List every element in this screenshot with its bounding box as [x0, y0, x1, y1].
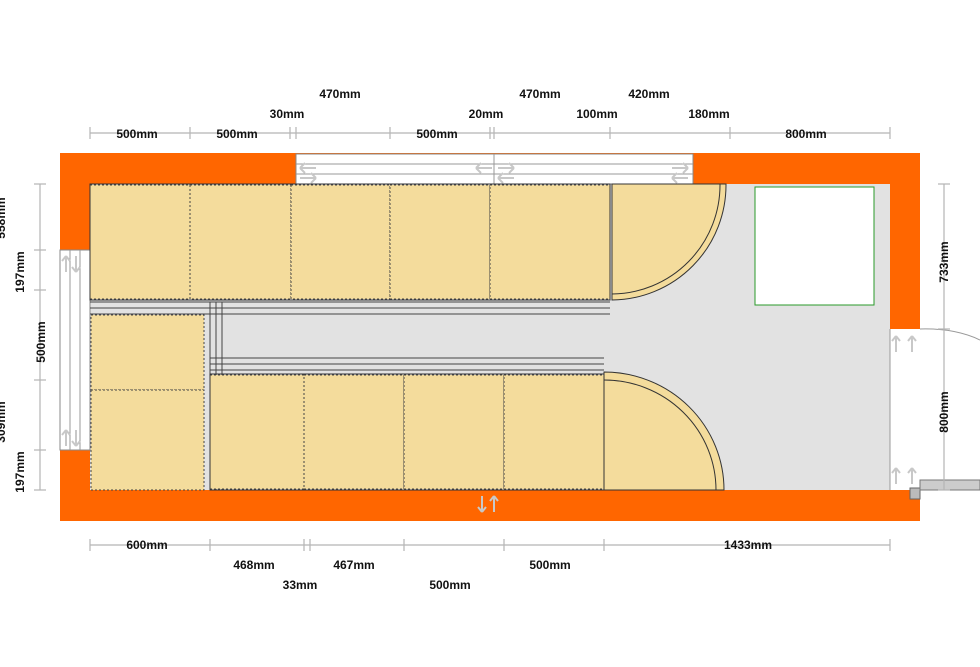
dim-label: 467mm [333, 558, 374, 572]
dim-label: 100mm [576, 107, 617, 121]
cabinet-left-1[interactable] [90, 314, 205, 391]
dim-label: 420mm [628, 87, 669, 101]
cabinet-top-2[interactable] [189, 184, 292, 300]
dim-label: 500mm [429, 578, 470, 592]
cabinet-top-1[interactable] [89, 184, 191, 300]
dim-label: 800mm [785, 127, 826, 141]
dim-label: 500mm [216, 127, 257, 141]
cabinet-top-4[interactable] [389, 184, 491, 300]
top-window[interactable] [295, 153, 694, 185]
top-cabinet-run[interactable] [89, 183, 611, 301]
dim-label: 197mm [13, 251, 27, 292]
dim-label: 500mm [34, 321, 48, 362]
left-window[interactable] [59, 249, 91, 451]
dim-label: 30mm [270, 107, 305, 121]
dim-label: 500mm [416, 127, 457, 141]
bottom-wall-arrows-icon [477, 495, 499, 513]
cabinet-top-5[interactable] [489, 184, 611, 300]
dim-label: 600mm [126, 538, 167, 552]
dim-label: 733mm [937, 241, 951, 282]
cabinet-top-3[interactable] [290, 184, 391, 300]
dimension-labels: 470mm 470mm 420mm 30mm 20mm 100mm 180mm … [0, 87, 951, 592]
corner-cabinet-top[interactable] [611, 183, 727, 301]
appliance-box[interactable] [754, 186, 875, 306]
cabinet-bottom-3[interactable] [403, 374, 505, 490]
bottom-cabinet-run[interactable] [209, 373, 605, 491]
dim-label: 33mm [283, 578, 318, 592]
dim-label: 800mm [937, 391, 951, 432]
dim-label: 500mm [529, 558, 570, 572]
dim-label: 468mm [233, 558, 274, 572]
dim-label: 470mm [319, 87, 360, 101]
dim-label: 470mm [519, 87, 560, 101]
cabinet-bottom-2[interactable] [303, 374, 405, 490]
door-arrows-icon [891, 335, 917, 484]
dim-label: 197mm [13, 451, 27, 492]
wall-bottom [60, 490, 920, 521]
window-slide-arrows-icon [61, 255, 81, 447]
left-cabinet-column[interactable] [90, 314, 205, 491]
dim-label: 309mm [0, 401, 8, 442]
corner-cabinet-bottom[interactable] [603, 371, 725, 491]
dim-label: 180mm [688, 107, 729, 121]
dim-label: 1433mm [724, 538, 772, 552]
dim-label: 558mm [0, 197, 8, 238]
dim-label: 500mm [116, 127, 157, 141]
dimension-lines [34, 127, 950, 551]
dim-label: 20mm [469, 107, 504, 121]
cabinet-bottom-4[interactable] [503, 374, 605, 490]
cabinet-left-2[interactable] [90, 389, 205, 491]
window-slide-arrows-icon [299, 162, 689, 184]
entry-doorway[interactable] [889, 328, 980, 500]
cabinet-bottom-1[interactable] [209, 374, 305, 490]
